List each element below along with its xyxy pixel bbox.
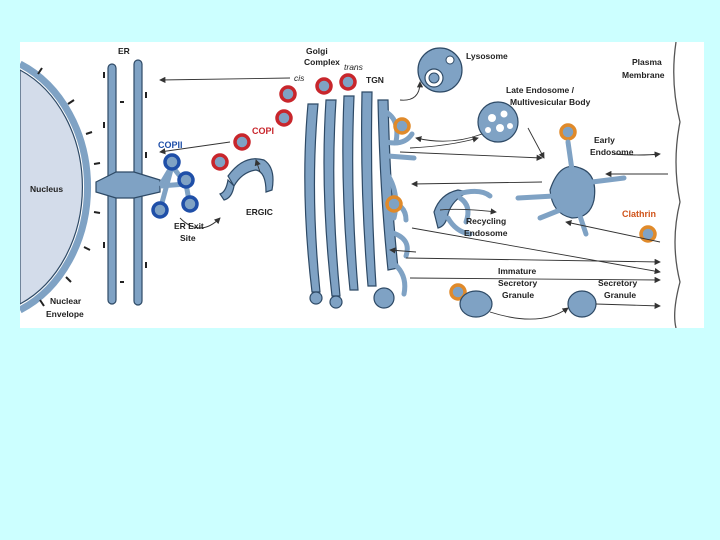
- label-recycling-1: Recycling: [466, 216, 506, 226]
- nuclear-envelope-ribosomes: [37, 67, 101, 307]
- golgi-cisternae: [304, 91, 399, 309]
- lysosome: [417, 47, 463, 93]
- cell-trafficking-diagram: ER Golgi Complex cis trans TGN Lysosome …: [20, 42, 704, 328]
- label-early-endosome-1: Early: [594, 135, 615, 145]
- label-golgi-2: Complex: [304, 57, 340, 67]
- label-late-endosome-1: Late Endosome /: [506, 85, 575, 95]
- nucleus: [20, 60, 101, 314]
- label-tgn: TGN: [366, 75, 384, 85]
- er-ribosomes: [103, 72, 147, 283]
- label-secretory-2: Granule: [604, 290, 636, 300]
- label-late-endosome-2: Multivesicular Body: [510, 97, 591, 107]
- label-nucleus: Nucleus: [30, 184, 63, 194]
- label-golgi-1: Golgi: [306, 46, 328, 56]
- plasma-membrane: [673, 42, 681, 328]
- label-nuclear-envelope-1: Nuclear: [50, 296, 82, 306]
- label-er: ER: [118, 46, 130, 56]
- label-immature-2: Secretory: [498, 278, 537, 288]
- label-clathrin: Clathrin: [622, 209, 656, 219]
- label-early-endosome-2: Endosome: [590, 147, 634, 157]
- recycling-endosome: [433, 188, 493, 237]
- trafficking-arrows: [159, 76, 668, 320]
- label-trans: trans: [344, 62, 364, 72]
- secretory-granule: [567, 290, 597, 318]
- copi-vesicles: [211, 73, 357, 171]
- label-immature-3: Granule: [502, 290, 534, 300]
- endoplasmic-reticulum: [95, 59, 161, 306]
- label-plasma-1: Plasma: [632, 57, 662, 67]
- label-cis: cis: [294, 73, 305, 83]
- immature-secretory-granule: [459, 290, 493, 318]
- label-recycling-2: Endosome: [464, 228, 508, 238]
- label-ergic: ERGIC: [246, 207, 273, 217]
- label-copii: COPII: [158, 140, 183, 150]
- diagram-canvas: ER Golgi Complex cis trans TGN Lysosome …: [20, 42, 681, 328]
- label-er-exit-2: Site: [180, 233, 196, 243]
- label-nuclear-envelope-2: Envelope: [46, 309, 84, 319]
- copii-vesicles: [151, 153, 199, 219]
- label-immature-1: Immature: [498, 266, 537, 276]
- early-endosome: [515, 139, 627, 237]
- label-secretory-1: Secretory: [598, 278, 637, 288]
- label-plasma-2: Membrane: [622, 70, 665, 80]
- clathrin-vesicles: [385, 117, 657, 301]
- late-endosome: [477, 101, 519, 143]
- label-copi: COPI: [252, 126, 274, 136]
- label-lysosome: Lysosome: [466, 51, 508, 61]
- label-er-exit-1: ER Exit: [174, 221, 204, 231]
- ergic: [219, 158, 274, 201]
